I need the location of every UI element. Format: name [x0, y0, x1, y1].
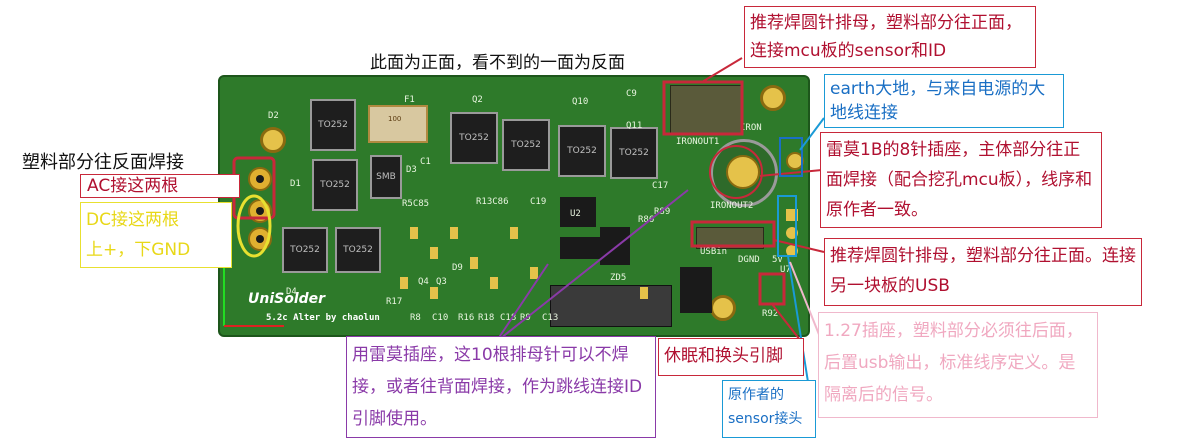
component-label: D2 — [268, 111, 279, 121]
sleep-note: 休眠和换头引脚 — [658, 338, 804, 376]
fuse — [368, 105, 428, 143]
sensor-author-note: 原作者的sensor接头 — [722, 380, 816, 438]
dc-note-line2: 上+，下GND — [86, 240, 191, 260]
earth-note: earth大地，与来自电源的大地线连接 — [824, 74, 1064, 128]
component-label: USBin — [700, 247, 728, 257]
component-label: Q4 — [418, 277, 429, 287]
component-label: C19 — [530, 197, 547, 207]
smd-part — [430, 287, 438, 299]
component-label: IRONOUT1 — [676, 137, 720, 147]
component-label: R13C86 — [476, 197, 509, 207]
pitch-127-note: 1.27插座，塑料部分必须往后面，后置usb输出，标准线序定义。是隔离后的信号。 — [818, 312, 1098, 418]
mount-hole-icon — [760, 85, 786, 111]
component-label: IRONOUT2 — [710, 201, 754, 211]
mount-hole-icon — [260, 127, 286, 153]
component-label: D1 — [290, 179, 301, 189]
component-label: R92 — [762, 309, 779, 319]
ic-chip — [560, 237, 606, 259]
component-label: IRON — [740, 123, 762, 133]
smd-part — [400, 277, 408, 289]
component-label: R86 — [638, 215, 655, 225]
pcb-board: TO252 TO252 TO252 TO252 TO252 TO252 TO25… — [218, 75, 810, 337]
component-label: C1 — [420, 157, 431, 167]
component-label: R8 — [410, 313, 421, 323]
pin-header — [670, 85, 742, 135]
component-label: Q2 — [472, 95, 483, 105]
component-label: C18 — [500, 313, 517, 323]
left-solder-note: 塑料部分往反面焊接 — [22, 152, 184, 173]
to252-package: TO252 — [310, 99, 356, 151]
ac-note: AC接这两根 — [80, 174, 240, 198]
component-label: D9 — [452, 263, 463, 273]
component-label: Q11 — [626, 121, 643, 131]
to252-package: TO252 — [558, 125, 606, 177]
component-label: R17 — [386, 297, 403, 307]
pcb-logo: UniSolder — [248, 291, 326, 307]
lemo-jumper-note: 用雷莫插座，这10根排母针可以不焊接，或者往背面焊接，作为跳线连接ID引脚使用。 — [346, 336, 656, 438]
to252-package: TO252 — [502, 119, 550, 171]
usb-header — [696, 227, 764, 249]
top-pin-note: 推荐焊圆针排母，塑料部分往正面，连接mcu板的sensor和ID — [744, 6, 1036, 68]
component-label: Q10 — [572, 97, 589, 107]
to252-package: TO252 — [282, 227, 328, 273]
component-label: F1 — [404, 95, 415, 105]
component-label: 5V — [772, 255, 783, 265]
component-label: D3 — [406, 165, 417, 175]
pcb-credit: 5.2c Alter by chaolun — [266, 313, 380, 323]
ic-chip — [600, 227, 630, 265]
component-label: U7 — [780, 265, 791, 275]
board-side-note: 此面为正面，看不到的一面为反面 — [370, 53, 625, 73]
component-label: R89 — [654, 207, 671, 217]
component-label: C13 — [542, 313, 559, 323]
smd-part — [640, 287, 648, 299]
ac-pad — [248, 167, 272, 191]
component-label: R5C85 — [402, 199, 430, 209]
smd-part — [410, 227, 418, 239]
ic-chip — [560, 197, 596, 227]
ic-chip — [680, 267, 712, 313]
fuse-label: 100 — [388, 115, 402, 123]
smd-part — [430, 247, 438, 259]
smd-part — [450, 227, 458, 239]
component-label: R18 — [478, 313, 495, 323]
component-label: R16 — [458, 313, 475, 323]
component-label: D4 — [286, 287, 297, 297]
smd-part — [530, 267, 538, 279]
to252-package: TO252 — [335, 227, 381, 273]
dc-note-line1: DC接这两根 — [86, 210, 179, 230]
smd-part — [510, 227, 518, 239]
component-label: C17 — [652, 181, 669, 191]
dc-note: DC接这两根 上+，下GND — [80, 202, 232, 268]
to252-package: TO252 — [610, 127, 658, 179]
component-label: ZD5 — [610, 273, 627, 283]
component-label: U2 — [570, 209, 581, 219]
component-label: C9 — [626, 89, 637, 99]
smd-part — [490, 277, 498, 289]
smb-package: SMB — [370, 155, 402, 199]
to252-package: TO252 — [450, 112, 498, 164]
component-label: Q3 — [436, 277, 447, 287]
component-label: DGND — [738, 255, 760, 265]
usb-pin-note: 推荐焊圆针排母，塑料部分往正面。连接另一块板的USB — [824, 238, 1142, 306]
ten-pin-header — [550, 285, 672, 327]
smd-part — [470, 257, 478, 269]
lemo-socket-core-icon — [726, 155, 760, 189]
lemo-8pin-note: 雷莫1B的8针插座，主体部分往正面焊接（配合挖孔mcu板），线序和原作者一致。 — [820, 132, 1102, 228]
to252-package: TO252 — [312, 159, 358, 211]
component-label: C10 — [432, 313, 449, 323]
axis-marker-icon — [223, 266, 284, 327]
